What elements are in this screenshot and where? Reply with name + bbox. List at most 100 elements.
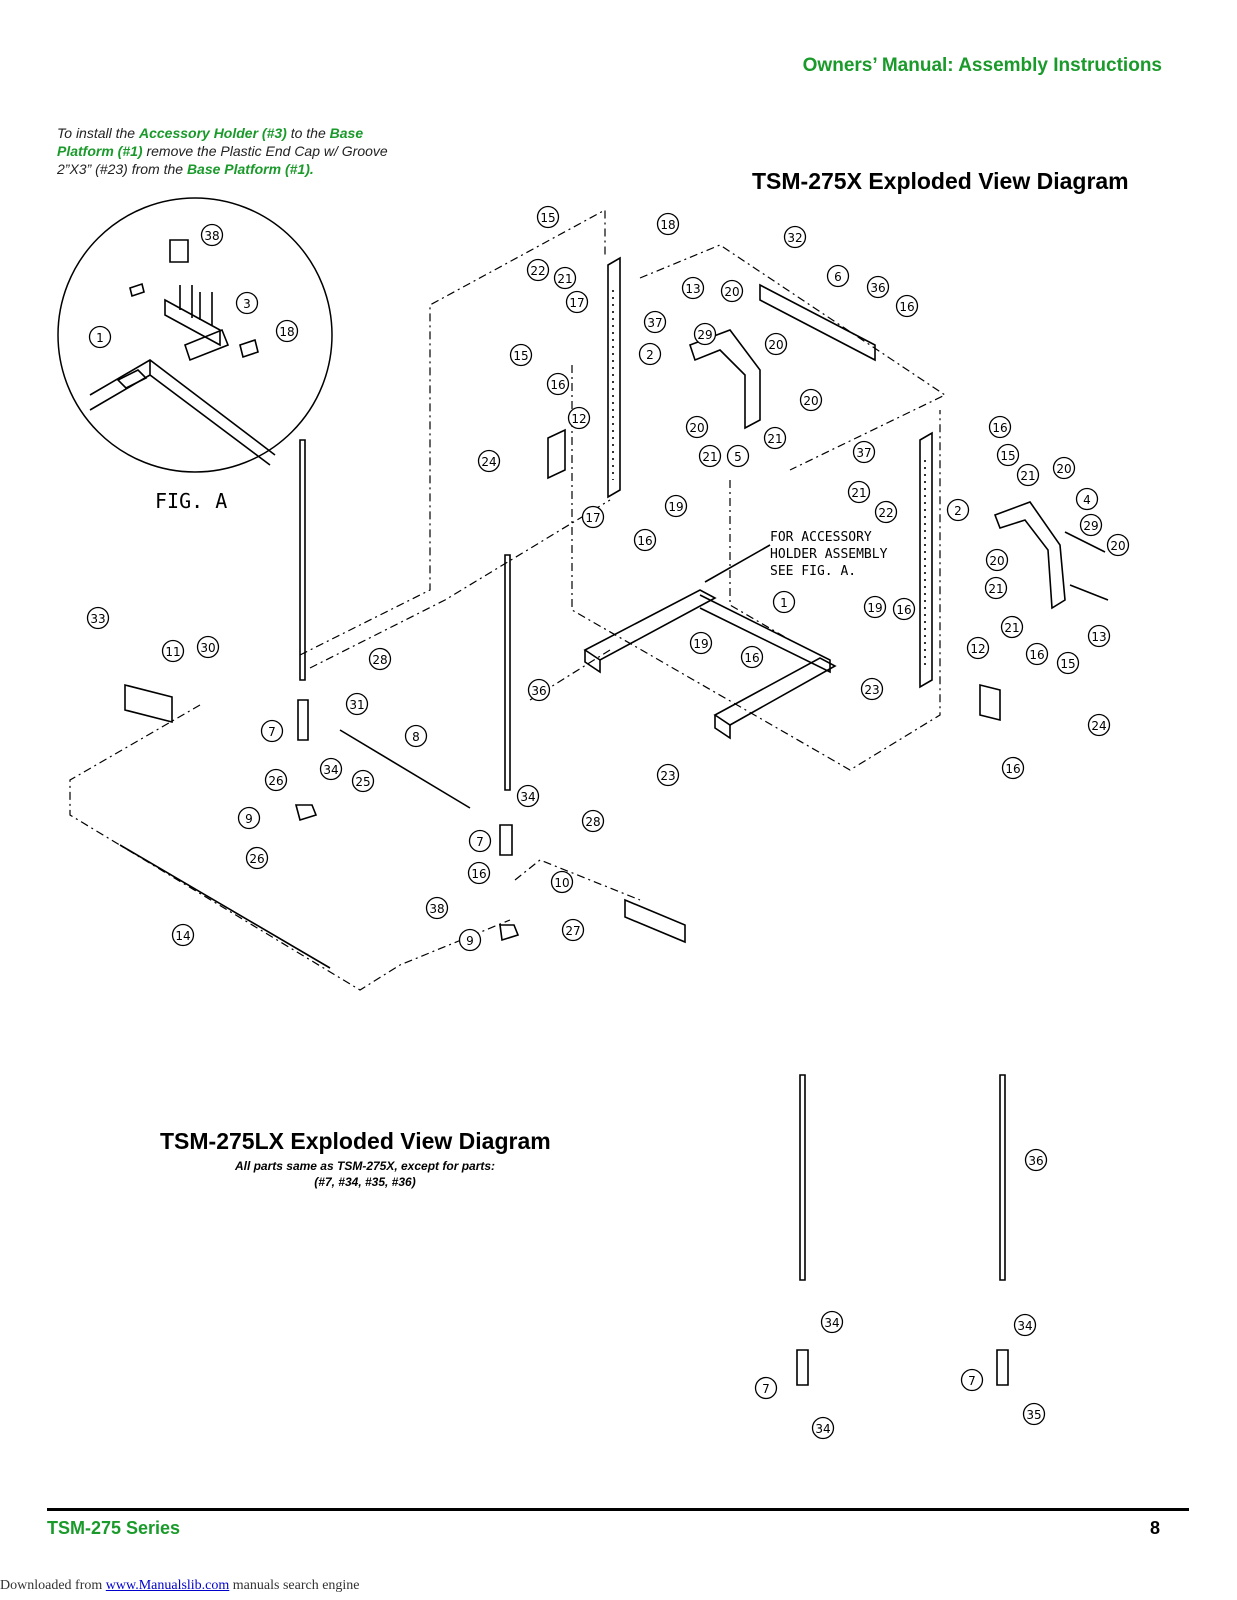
callout-label: 37: [856, 446, 871, 460]
callout-29: 29: [693, 322, 717, 346]
sleeves-7: [297, 699, 513, 856]
callout-circle: [565, 290, 589, 314]
callout-label: 20: [768, 338, 783, 352]
callout-label: 20: [989, 554, 1004, 568]
note-line-3: SEE FIG. A.: [770, 564, 856, 579]
callout-circle: [1001, 756, 1025, 780]
callout-circle: [458, 928, 482, 952]
callout-circle: [404, 724, 428, 748]
callout-circle: [536, 205, 560, 229]
callout-label: 4: [1083, 493, 1091, 507]
callout-label: 1: [780, 596, 788, 610]
callout-label: 19: [693, 637, 708, 651]
callout-label: 20: [1110, 539, 1125, 553]
callout-25: 25: [351, 769, 375, 793]
callout-26: 26: [264, 768, 288, 792]
callout-12: 12: [567, 406, 591, 430]
callout-28: 28: [368, 647, 392, 671]
arm-assemblies: [688, 329, 1109, 610]
callout-22: 22: [526, 258, 550, 282]
subtitle-line-1: All parts same as TSM-275X, except for p…: [234, 1159, 496, 1173]
callout-label: 36: [531, 684, 546, 698]
callout-26: 26: [245, 846, 269, 870]
callout-37: 37: [643, 310, 667, 334]
callout-13: 13: [681, 276, 705, 300]
callout-label: 21: [767, 432, 782, 446]
callout-label: 33: [90, 612, 105, 626]
callout-20: 20: [685, 415, 709, 439]
callout-circle: [200, 223, 224, 247]
callout-circle: [643, 310, 667, 334]
footer-series: TSM-275 Series: [47, 1518, 181, 1538]
diagram-title-275x: TSM-275X Exploded View Diagram: [752, 168, 1129, 194]
callout-label: 25: [355, 775, 370, 789]
callout-label: 16: [896, 603, 911, 617]
lx-rods: [796, 1074, 1009, 1386]
callout-10: 10: [550, 870, 574, 894]
callout-label: 2: [954, 504, 962, 518]
callout-circle: [685, 415, 709, 439]
callout-circle: [86, 606, 110, 630]
callout-circle: [553, 266, 577, 290]
callout-20: 20: [985, 548, 1009, 572]
callout-circle: [866, 275, 890, 299]
callout-16: 16: [1001, 756, 1025, 780]
callout-circle: [546, 372, 570, 396]
callout-16: 16: [740, 645, 764, 669]
base-platform: [583, 589, 837, 740]
callout-16: 16: [895, 294, 919, 318]
fig-a-parts: [89, 239, 276, 466]
callout-4: 4: [1075, 487, 1099, 511]
callout-33: 33: [86, 606, 110, 630]
callout-2: 2: [638, 342, 662, 366]
callout-label: 19: [867, 601, 882, 615]
callout-circle: [1087, 713, 1111, 737]
callout-label: 21: [851, 486, 866, 500]
intro-text-1: To install the: [57, 125, 139, 141]
callout-15: 15: [509, 343, 533, 367]
callout-1: 1: [772, 590, 796, 614]
callout-circle: [161, 639, 185, 663]
callout-7: 7: [260, 719, 284, 743]
callout-28: 28: [581, 809, 605, 833]
callout-label: 20: [803, 394, 818, 408]
callout-19: 19: [689, 631, 713, 655]
callout-circle: [892, 597, 916, 621]
callout-3: 3: [235, 291, 259, 315]
callout-circle: [985, 548, 1009, 572]
callout-circle: [245, 846, 269, 870]
intro-highlight-base-platform: Base Platform (#1): [57, 125, 364, 159]
callout-circle: [966, 636, 990, 660]
manualslib-link[interactable]: www.Manualslib.com: [105, 1578, 230, 1593]
callout-circle: [946, 498, 970, 522]
callout-circle: [516, 784, 540, 808]
callout-label: 23: [864, 683, 879, 697]
callout-circle: [638, 342, 662, 366]
callout-16: 16: [467, 861, 491, 885]
intro-paragraph: To install the Accessory Holder (#3) to …: [57, 124, 417, 178]
callout-circle: [477, 449, 501, 473]
callout-circle: [581, 809, 605, 833]
callout-circle: [351, 769, 375, 793]
callout-16: 16: [988, 415, 1012, 439]
subtitle-line-2: (#7, #34, #35, #36): [314, 1175, 416, 1189]
callout-label: 21: [1020, 469, 1035, 483]
callout-label: 18: [660, 218, 675, 232]
callout-label: 16: [1029, 648, 1044, 662]
callout-label: 29: [1083, 519, 1098, 533]
callout-circle: [689, 631, 713, 655]
callout-20: 20: [1052, 456, 1076, 480]
callout-21: 21: [847, 480, 871, 504]
callout-circle: [1056, 651, 1080, 675]
callout-38: 38: [425, 896, 449, 920]
callout-circle: [1022, 1402, 1046, 1426]
callout-label: 14: [175, 929, 190, 943]
note-line-1: FOR ACCESSORY: [770, 530, 872, 545]
callout-14: 14: [171, 923, 195, 947]
callout-16: 16: [1025, 642, 1049, 666]
callout-16: 16: [546, 372, 570, 396]
callout-label: 38: [429, 902, 444, 916]
callout-21: 21: [698, 444, 722, 468]
